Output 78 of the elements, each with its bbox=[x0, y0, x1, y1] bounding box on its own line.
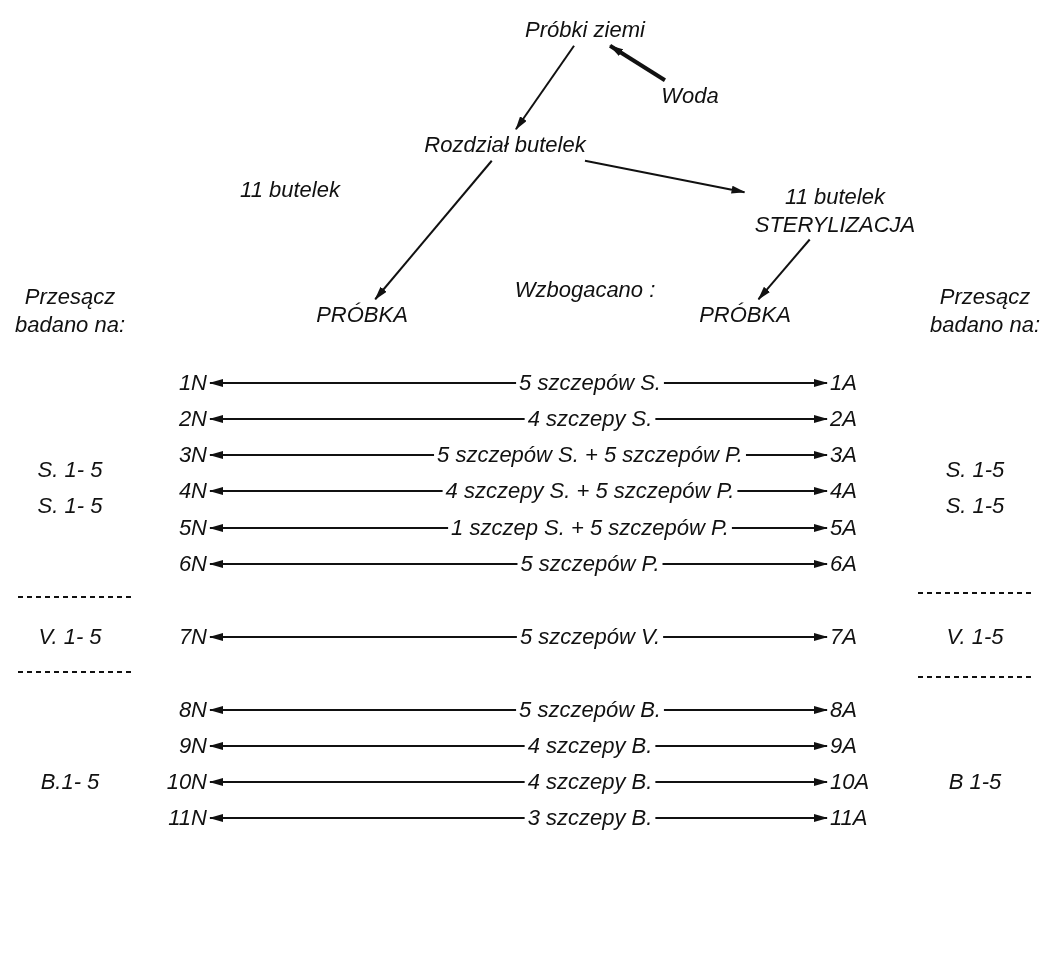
text-label: V. 1- 5 bbox=[38, 623, 102, 651]
node-label: 4 szczepy B. bbox=[527, 768, 653, 796]
arrow bbox=[209, 560, 519, 568]
arrow bbox=[514, 44, 576, 131]
node-label: 2A bbox=[830, 405, 857, 433]
text-label: S. 1-5 bbox=[945, 456, 1005, 484]
arrow bbox=[209, 487, 444, 495]
node-label: Woda bbox=[661, 82, 719, 110]
node-label: 5 szczepów S. bbox=[519, 369, 661, 397]
arrow bbox=[209, 814, 526, 822]
text-label: S. 1-5 bbox=[945, 492, 1005, 520]
node-label: 10N bbox=[166, 768, 207, 796]
node-label: 1 szczep S. + 5 szczepów P. bbox=[451, 514, 729, 542]
node-label: 5N bbox=[178, 514, 207, 542]
node-label: 11N bbox=[168, 804, 207, 832]
node-label: Próbki ziemi bbox=[525, 16, 645, 44]
node-label: 6N bbox=[178, 550, 207, 578]
arrow bbox=[654, 814, 828, 822]
text-label: Przesącz badano na: bbox=[13, 282, 127, 338]
node-label: 4A bbox=[830, 477, 857, 505]
node-label: 8N bbox=[178, 696, 207, 724]
text-label: 11 butelek bbox=[240, 176, 340, 204]
arrow bbox=[661, 560, 828, 568]
node-label: 3A bbox=[830, 441, 857, 469]
arrow bbox=[730, 524, 828, 532]
node-label: 3N bbox=[178, 441, 207, 469]
arrow bbox=[209, 379, 518, 387]
arrow bbox=[583, 159, 746, 194]
node-label: 5 szczepów P. bbox=[520, 550, 660, 578]
arrow bbox=[609, 44, 666, 82]
arrow bbox=[662, 706, 828, 714]
node-label: 5 szczepów B. bbox=[519, 696, 661, 724]
node-label: 5 szczepów S. + 5 szczepów P. bbox=[437, 441, 743, 469]
text-label: S. 1- 5 bbox=[37, 456, 103, 484]
arrow bbox=[654, 778, 828, 786]
node-label: 4 szczepy S. bbox=[527, 405, 653, 433]
arrow bbox=[209, 524, 450, 532]
arrow bbox=[744, 451, 828, 459]
arrow bbox=[209, 742, 526, 750]
arrow bbox=[662, 379, 828, 387]
arrow bbox=[209, 706, 518, 714]
text-label: V. 1-5 bbox=[946, 623, 1004, 651]
arrow bbox=[757, 238, 811, 301]
node-label: 1A bbox=[830, 369, 857, 397]
arrow bbox=[662, 633, 828, 641]
arrow bbox=[209, 415, 526, 423]
node-label: 6A bbox=[830, 550, 857, 578]
arrow bbox=[209, 451, 436, 459]
arrow bbox=[654, 415, 828, 423]
text-label: Przesącz badano na: bbox=[928, 282, 1042, 338]
node-label: 4 szczepy B. bbox=[527, 732, 653, 760]
node-label: 5 szczepów V. bbox=[519, 623, 661, 651]
node-label: 9N bbox=[178, 732, 207, 760]
text-label: S. 1- 5 bbox=[37, 492, 103, 520]
arrow bbox=[736, 487, 828, 495]
node-label: 10A bbox=[830, 768, 870, 796]
text-label: Wzbogacano : bbox=[514, 276, 656, 304]
node-label: Rozdział butelek bbox=[424, 131, 586, 159]
arrow bbox=[209, 633, 518, 641]
text-label: B 1-5 bbox=[948, 768, 1002, 796]
text-label: B.1- 5 bbox=[40, 768, 100, 796]
node-label: 1N bbox=[178, 369, 207, 397]
node-label: 4N bbox=[178, 477, 207, 505]
node-label: PRÓBKA bbox=[316, 301, 408, 329]
node-label: 7A bbox=[830, 623, 857, 651]
node-label: 9A bbox=[830, 732, 857, 760]
node-label: 7N bbox=[178, 623, 207, 651]
node-label: 4 szczepy S. + 5 szczepów P. bbox=[445, 477, 735, 505]
arrow bbox=[654, 742, 828, 750]
node-label: 11A bbox=[830, 804, 868, 832]
node-label: 2N bbox=[178, 405, 207, 433]
node-label: 8A bbox=[830, 696, 857, 724]
node-label: 3 szczepy B. bbox=[527, 804, 653, 832]
node-label: 5A bbox=[830, 514, 857, 542]
node-label: 11 butelek STERYLIZACJA bbox=[747, 182, 923, 238]
arrow bbox=[209, 778, 526, 786]
arrow bbox=[374, 159, 493, 301]
node-label: PRÓBKA bbox=[699, 301, 791, 329]
